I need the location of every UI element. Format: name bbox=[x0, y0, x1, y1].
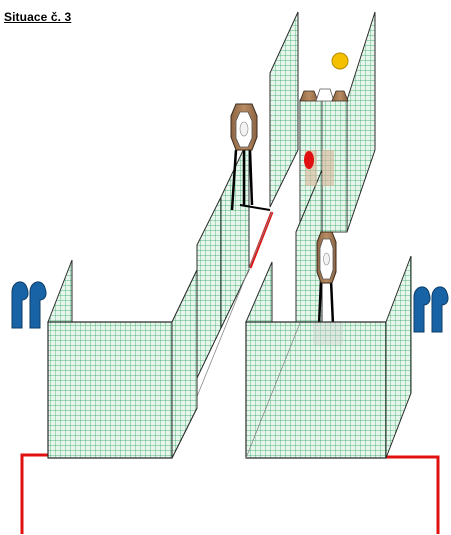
corridor-wall-mid-left bbox=[197, 197, 221, 378]
left-box-front bbox=[48, 322, 172, 458]
right-enclosure bbox=[246, 256, 411, 458]
rear-target-left-icon bbox=[300, 91, 318, 101]
right-box-right-side bbox=[386, 256, 411, 458]
blue-figure-target-right-icon bbox=[414, 287, 448, 332]
left-box-back-side bbox=[48, 260, 72, 322]
tall-wall-back-right bbox=[347, 12, 375, 232]
left-box-right-side bbox=[172, 270, 197, 458]
tall-wall-back-left bbox=[270, 12, 298, 207]
ball-icon bbox=[332, 53, 348, 69]
rear-target-right-icon bbox=[332, 91, 348, 101]
rear-target-shadow-2 bbox=[322, 150, 334, 186]
right-box-left-side bbox=[246, 262, 272, 322]
rear-target-center-icon bbox=[316, 89, 334, 101]
red-marker bbox=[304, 151, 314, 169]
blue-figure-target-left-icon bbox=[12, 282, 46, 328]
boundary-left bbox=[22, 455, 48, 534]
target-stand-center-icon bbox=[317, 232, 336, 325]
boundary-right bbox=[386, 457, 438, 534]
center-target-base-shadow bbox=[313, 323, 343, 345]
left-enclosure bbox=[48, 260, 197, 458]
